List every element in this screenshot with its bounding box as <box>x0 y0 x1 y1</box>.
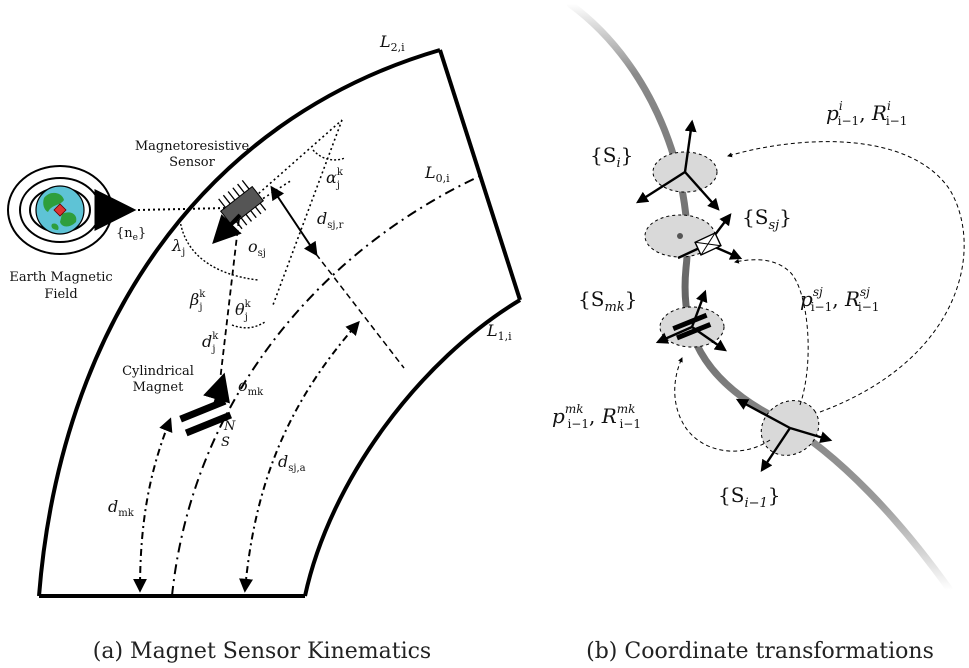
label-lambda: λj <box>171 236 185 258</box>
magnetoresistive-sensor <box>218 179 267 230</box>
label-south: S <box>221 435 230 450</box>
label-l1: L1,i <box>486 321 512 343</box>
frame-s-i <box>635 119 720 211</box>
label-o-s: osj <box>248 237 266 259</box>
earth-label-line1: Earth Magnetic <box>9 270 112 285</box>
caption-b: (b) Coordinate transformations <box>586 639 934 664</box>
segment-inner-edge <box>303 298 522 597</box>
label-ne: {ne} <box>116 226 146 243</box>
sensor-label-line1: Magnetoresistive <box>135 139 250 154</box>
label-d-m: dmk <box>108 497 135 519</box>
transform-arc-outer <box>727 141 965 413</box>
segment-outer-edge <box>37 48 441 597</box>
transform-arc-inner <box>674 357 771 452</box>
magnet-direction-arrow <box>203 372 230 409</box>
segment-top-edge <box>438 49 522 301</box>
label-d-sa: dsj,a <box>278 452 306 474</box>
d-sa-arc <box>239 320 360 593</box>
label-s-i: {Si} <box>590 143 633 171</box>
earth-label-line2: Field <box>44 287 77 302</box>
label-s-mk: {Smk} <box>578 287 637 315</box>
panel-a <box>7 48 522 598</box>
caption-a: (a) Magnet Sensor Kinematics <box>93 639 431 664</box>
panel-b <box>566 0 965 594</box>
theta-arc <box>231 321 266 329</box>
transform-arc-mid <box>734 258 809 406</box>
sensor-ray-side <box>272 119 343 306</box>
label-d-sr: dsj,r <box>317 209 344 231</box>
earth-field-icon <box>7 165 113 255</box>
label-s-i-minus-1: {Si−1} <box>718 483 781 511</box>
magnet-label-line1: Cylindrical <box>122 364 194 379</box>
label-l2: L2,i <box>379 32 405 54</box>
earth-to-sensor-line <box>137 207 229 211</box>
label-north: N <box>223 419 236 434</box>
frame-s-mk <box>655 289 727 352</box>
frame-s-i-minus-1 <box>735 398 833 472</box>
sensor-direction-arrow <box>212 213 242 245</box>
label-l0: L0,i <box>424 163 450 185</box>
label-o-m: omk <box>238 376 264 398</box>
frame-s-sj <box>644 213 743 260</box>
dsr-arrow <box>270 185 318 257</box>
d-m-arc <box>133 417 173 593</box>
dsr-extension <box>315 253 405 369</box>
panel-a-labels: L2,i L0,i L1,i Magnetoresistive Sensor E… <box>9 32 512 664</box>
label-s-sj: {Ssj} <box>742 205 792 233</box>
magnet-label-line2: Magnet <box>133 380 184 395</box>
alpha-arc <box>312 149 346 161</box>
lambda-arc <box>179 219 259 281</box>
sensor-label-line2: Sensor <box>169 155 215 170</box>
